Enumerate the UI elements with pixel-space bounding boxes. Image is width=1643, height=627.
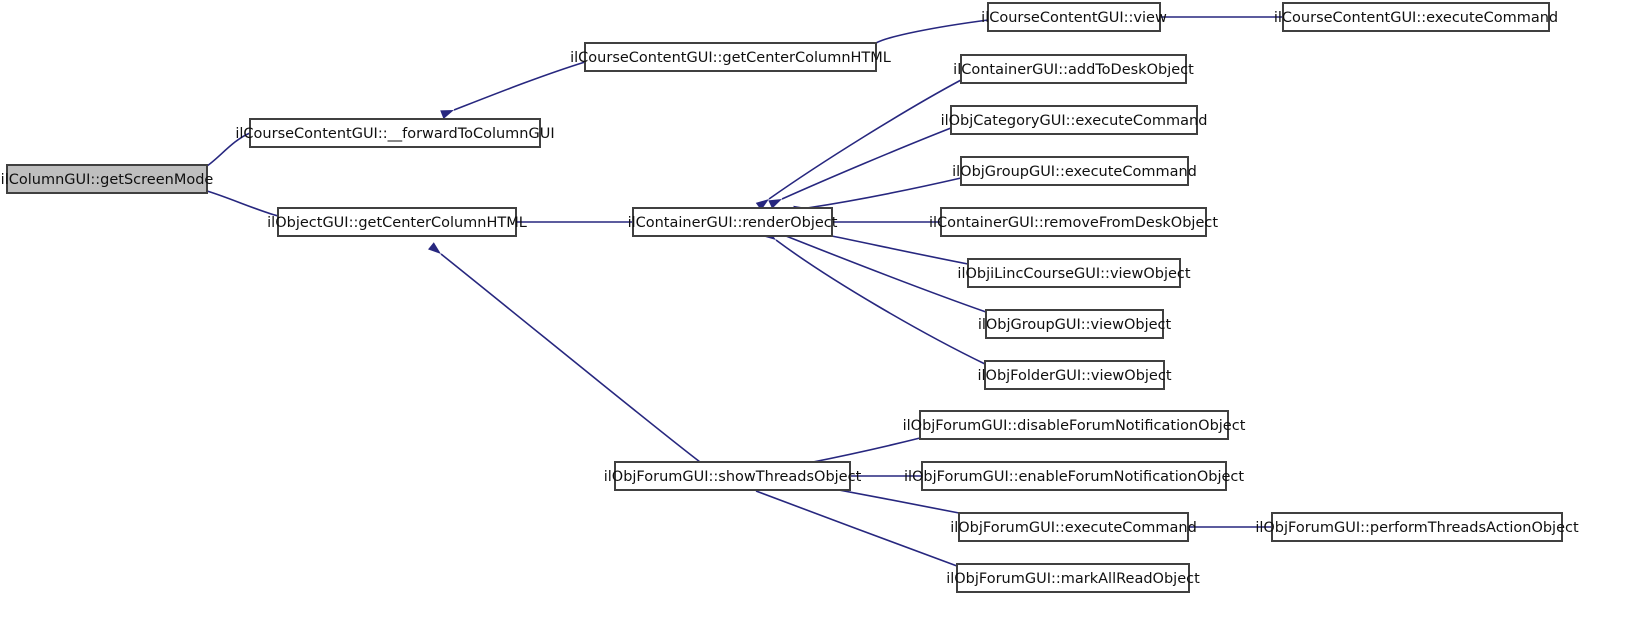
nodes-layer: ilColumnGUI::getScreenMode ilCourseConten… (1, 2, 1579, 593)
node-label: ilObjForumGUI::showThreadsObject (604, 469, 862, 485)
arrow-head-icon (755, 199, 769, 211)
arrow-head-icon (428, 242, 441, 254)
node-label: ilObjForumGUI::markAllReadObject (946, 571, 1200, 587)
node-label: ilObjiLincCourseGUI::viewObject (957, 266, 1190, 282)
node-box[interactable] (985, 309, 1164, 339)
call-edge (775, 239, 986, 365)
graph-node[interactable]: ilObjFolderGUI::viewObject (977, 360, 1172, 390)
call-edge (206, 190, 279, 217)
node-box[interactable] (967, 258, 1181, 288)
graph-node[interactable]: ilContainerGUI::renderObject (628, 207, 838, 237)
graph-node[interactable]: ilObjForumGUI::performThreadsActionObjec… (1255, 512, 1579, 542)
call-edge (807, 437, 921, 464)
node-label: ilColumnGUI::getScreenMode (1, 172, 214, 188)
graph-node[interactable]: ilObjForumGUI::enableForumNotificationOb… (904, 461, 1244, 491)
node-label: ilObjGroupGUI::viewObject (978, 317, 1172, 333)
node-label: ilCourseContentGUI::__forwardToColumnGUI (235, 126, 554, 142)
node-box[interactable] (1282, 2, 1550, 32)
node-box[interactable] (921, 461, 1227, 491)
graph-node-root[interactable]: ilColumnGUI::getScreenMode (1, 164, 214, 194)
node-box[interactable] (958, 512, 1189, 542)
graph-node[interactable]: ilObjectGUI::getCenterColumnHTML (267, 207, 527, 237)
node-box[interactable] (960, 54, 1187, 84)
graph-node[interactable]: ilCourseContentGUI::view (981, 2, 1167, 32)
call-edge (206, 132, 251, 167)
call-edge (875, 19, 989, 44)
node-label: ilObjForumGUI::enableForumNotificationOb… (904, 469, 1244, 485)
arrow-head-icon (440, 110, 454, 119)
node-label: ilObjCategoryGUI::executeCommand (941, 113, 1208, 129)
node-box[interactable] (1271, 512, 1563, 542)
node-label: ilObjectGUI::getCenterColumnHTML (267, 215, 527, 231)
node-box[interactable] (960, 156, 1189, 186)
call-edge (440, 253, 701, 463)
node-label: ilCourseContentGUI::view (981, 10, 1167, 26)
node-label: ilCourseContentGUI::executeCommand (1274, 10, 1558, 26)
node-label: ilContainerGUI::removeFromDeskObject (929, 215, 1218, 231)
node-box[interactable] (950, 105, 1198, 135)
node-box[interactable] (987, 2, 1161, 32)
graph-node[interactable]: ilCourseContentGUI::getCenterColumnHTML (570, 42, 891, 72)
node-label: ilCourseContentGUI::getCenterColumnHTML (570, 50, 891, 66)
node-label: ilObjFolderGUI::viewObject (977, 368, 1171, 384)
call-edge (806, 177, 962, 209)
graph-node[interactable]: ilObjForumGUI::markAllReadObject (946, 563, 1200, 593)
graph-node[interactable]: ilContainerGUI::addToDeskObject (953, 54, 1194, 84)
node-box[interactable] (249, 118, 541, 148)
call-edge (768, 79, 962, 200)
graph-node[interactable]: ilContainerGUI::removeFromDeskObject (929, 207, 1218, 237)
node-label: ilContainerGUI::addToDeskObject (953, 62, 1194, 78)
node-box[interactable] (984, 360, 1165, 390)
graph-node[interactable]: ilObjForumGUI::showThreadsObject (604, 461, 862, 491)
graph-node[interactable]: ilObjCategoryGUI::executeCommand (941, 105, 1208, 135)
graph-node[interactable]: ilCourseContentGUI::executeCommand (1274, 2, 1558, 32)
node-box[interactable] (919, 410, 1229, 440)
edges-layer (206, 16, 1283, 567)
node-box[interactable] (632, 207, 833, 237)
node-label: ilObjForumGUI::executeCommand (950, 520, 1197, 536)
arrow-head-icon (768, 199, 782, 209)
call-edge (785, 235, 987, 313)
call-edge (453, 61, 586, 111)
node-label: ilContainerGUI::renderObject (628, 215, 838, 231)
graph-node[interactable]: ilCourseContentGUI::__forwardToColumnGUI (235, 118, 555, 148)
node-box[interactable] (614, 461, 851, 491)
node-box[interactable] (584, 42, 877, 72)
graph-node[interactable]: ilObjForumGUI::disableForumNotificationO… (903, 410, 1246, 440)
node-box[interactable] (956, 563, 1190, 593)
node-label: ilObjGroupGUI::executeCommand (952, 164, 1197, 180)
call-edge (755, 490, 958, 567)
graph-node[interactable]: ilObjGroupGUI::viewObject (978, 309, 1172, 339)
node-label: ilObjForumGUI::performThreadsActionObjec… (1255, 520, 1579, 536)
node-box[interactable] (6, 164, 208, 194)
node-box[interactable] (277, 207, 517, 237)
node-box[interactable] (940, 207, 1207, 237)
graph-node[interactable]: ilObjForumGUI::executeCommand (950, 512, 1197, 542)
graph-node[interactable]: ilObjiLincCourseGUI::viewObject (957, 258, 1191, 288)
call-edge (781, 127, 952, 200)
graph-node[interactable]: ilObjGroupGUI::executeCommand (952, 156, 1197, 186)
node-label: ilObjForumGUI::disableForumNotificationO… (903, 418, 1246, 434)
